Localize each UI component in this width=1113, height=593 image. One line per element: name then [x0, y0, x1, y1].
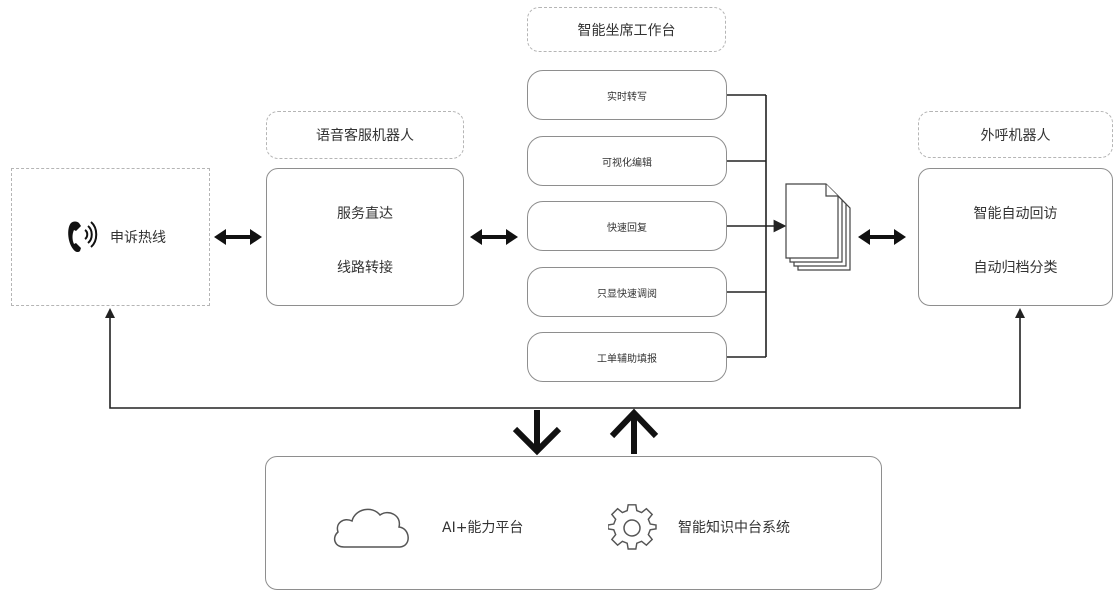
workstation-item-quick-reply: 快速回复: [527, 201, 727, 251]
loop-arrowhead-left: [105, 308, 115, 318]
workstation-item-label: 可视化编辑: [602, 157, 652, 169]
ai-platform-label: AI+能力平台: [442, 520, 524, 536]
cloud-icon: [330, 501, 414, 551]
knowledge-platform-label: 智能知识中台系统: [678, 520, 790, 536]
phone-icon: [64, 217, 104, 257]
voice-robot-line-2: 线路转接: [337, 260, 393, 276]
feedback-loop-line: [109, 316, 1021, 409]
hotline-box: 申诉热线: [11, 168, 210, 306]
double-arrow-hotline-voice: [214, 229, 262, 245]
workstation-item-realtime-transcription: 实时转写: [527, 70, 727, 120]
gear-icon: [607, 503, 658, 553]
outbound-robot-box: 智能自动回访 自动归档分类: [918, 168, 1113, 306]
outbound-robot-line-2: 自动归档分类: [973, 260, 1058, 276]
double-arrow-docs-outbound: [858, 229, 906, 245]
loop-arrowhead-right: [1015, 308, 1025, 318]
workstation-item-quick-lookup: 只显快速调阅: [527, 267, 727, 317]
workstation-item-ticket-assist: 工单辅助填报: [527, 332, 727, 382]
workstation-item-label: 快速回复: [607, 222, 647, 234]
double-arrow-voice-workstation: [470, 229, 518, 245]
voice-robot-title-text: 语音客服机器人: [316, 128, 414, 144]
workstation-item-label: 实时转写: [607, 91, 647, 103]
outbound-robot-title-text: 外呼机器人: [980, 127, 1051, 144]
voice-robot-box: 服务直达 线路转接: [266, 168, 464, 306]
big-up-arrow: [609, 408, 659, 454]
hotline-label: 申诉热线: [110, 230, 166, 246]
platform-box: AI+能力平台 智能知识中台系统: [265, 456, 882, 590]
workstation-item-label: 工单辅助填报: [597, 353, 657, 365]
big-down-arrow: [512, 410, 562, 456]
documents-icon: [782, 178, 852, 272]
workstation-title-text: 智能坐席工作台: [577, 22, 676, 39]
outbound-robot-line-1: 智能自动回访: [973, 206, 1058, 222]
voice-robot-line-1: 服务直达: [337, 206, 393, 222]
outbound-robot-title: 外呼机器人: [918, 111, 1113, 158]
workstation-item-visual-editing: 可视化编辑: [527, 136, 727, 186]
voice-robot-title: 语音客服机器人: [266, 111, 464, 159]
workstation-title: 智能坐席工作台: [527, 7, 726, 52]
workstation-item-label: 只显快速调阅: [597, 288, 657, 300]
